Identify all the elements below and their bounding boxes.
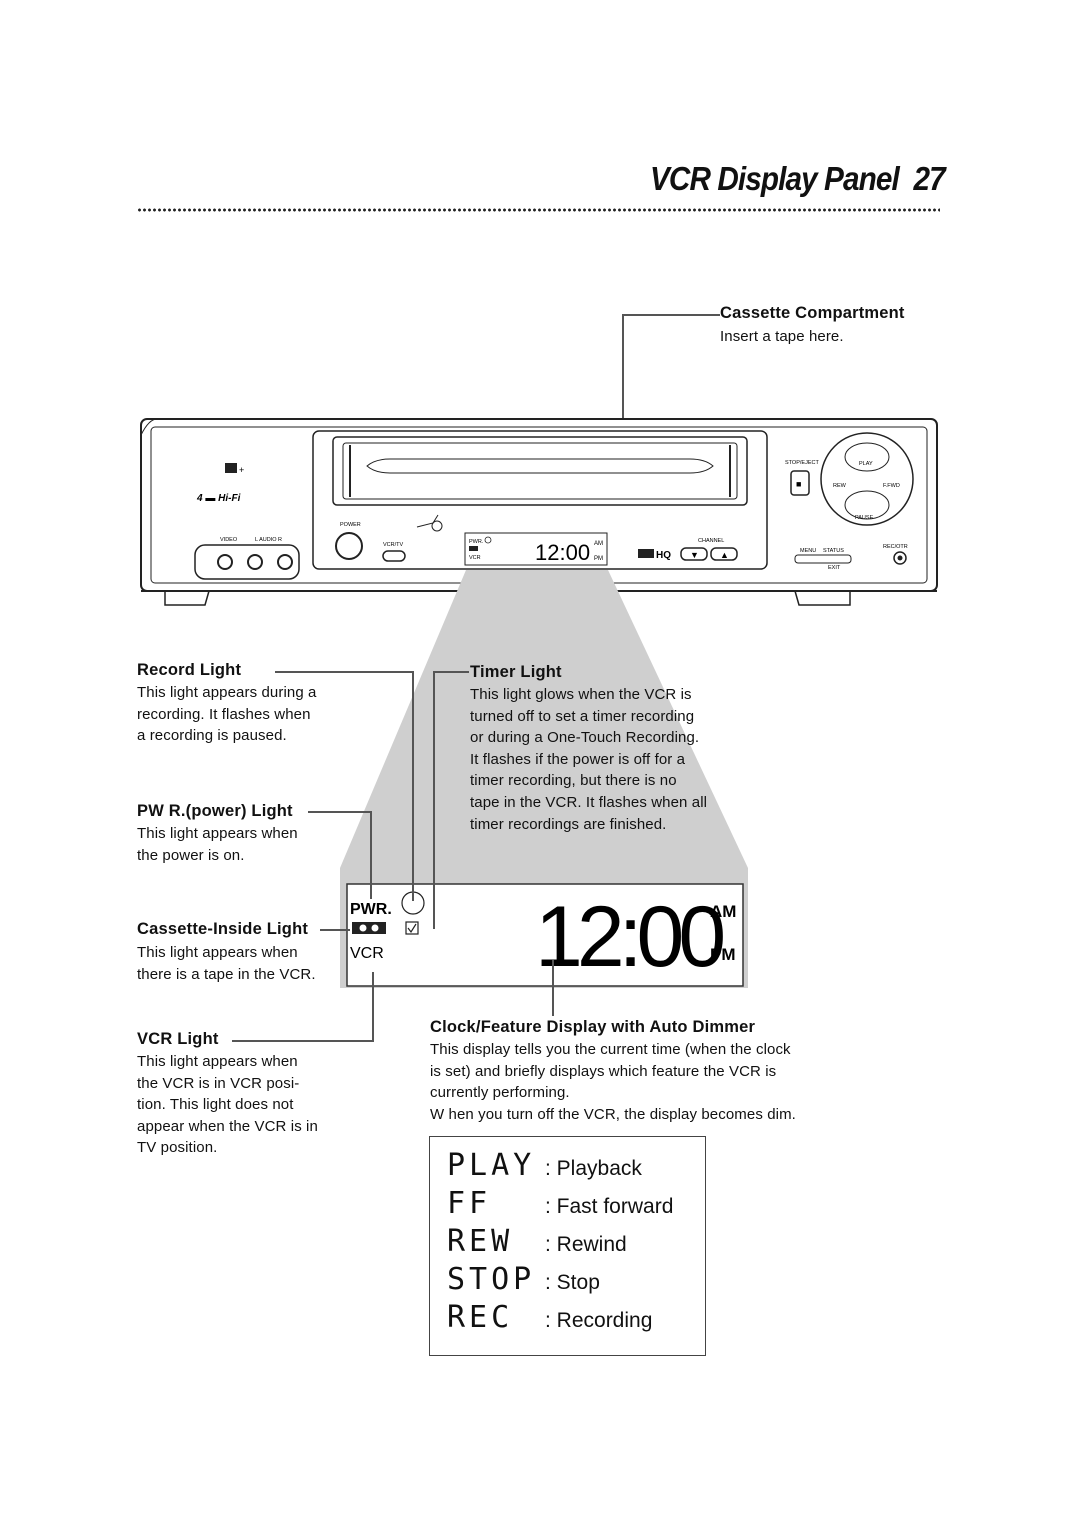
legend-code: REW: [447, 1224, 514, 1259]
status-label: STATUS: [823, 548, 844, 554]
svg-text:AM: AM: [594, 541, 603, 547]
leader-line: [433, 671, 435, 929]
vcr-light-title: VCR Light: [137, 1030, 219, 1048]
legend-row: PLAY : Playback: [445, 1148, 695, 1188]
cassette-inside-icon: [352, 922, 386, 934]
legend-code: REC: [447, 1300, 514, 1335]
record-light-title: Record Light: [137, 661, 242, 679]
rew-label: REW: [833, 483, 847, 489]
legend-code: STOP: [447, 1262, 536, 1297]
display-zoom: PWR. VCR 12:00 AM PM: [340, 570, 748, 988]
am-indicator: AM: [710, 902, 736, 921]
audio-label: L AUDIO R: [255, 537, 282, 543]
feature-legend-list: PLAY : Playback FF : Fast forward REW : …: [445, 1148, 695, 1340]
legend-label: : Stop: [545, 1271, 600, 1294]
svg-text:PM: PM: [594, 556, 603, 562]
legend-row: STOP : Stop: [445, 1262, 695, 1302]
vcr-tv-label: VCR/TV: [383, 542, 404, 548]
ffwd-label: F.FWD: [883, 483, 900, 489]
leader-line: [412, 671, 414, 901]
video-label: VIDEO: [220, 537, 238, 543]
leader-line: [370, 811, 372, 899]
leader-line: [622, 314, 624, 470]
pause-label: PAUSE: [855, 515, 874, 521]
clock-display-title: Clock/Feature Display with Auto Dimmer: [430, 1018, 756, 1036]
dotted-divider: [137, 207, 940, 213]
legend-label: : Recording: [545, 1309, 653, 1332]
svg-text:■: ■: [796, 479, 801, 489]
leader-line: [232, 1040, 374, 1042]
leader-line: [320, 929, 350, 931]
page-title: VCR Display Panel 27: [650, 160, 946, 198]
page-title-text: VCR Display Panel: [650, 160, 900, 197]
rec-otr-label: REC/OTR: [883, 544, 908, 550]
svg-text:VCR: VCR: [469, 555, 481, 561]
pm-indicator: PM: [710, 945, 736, 964]
channel-label: CHANNEL: [698, 538, 724, 544]
cassette-compartment-text: Insert a tape here.: [720, 328, 844, 345]
timer-light-icon: [405, 921, 419, 935]
legend-code: FF: [447, 1186, 492, 1221]
legend-label: : Rewind: [545, 1233, 627, 1256]
legend-row: REW : Rewind: [445, 1224, 695, 1264]
leader-line: [308, 811, 372, 813]
leader-line: [275, 671, 414, 673]
pwr-light-label: PWR.: [350, 901, 392, 918]
svg-text:PWR.: PWR.: [469, 539, 484, 545]
cassette-compartment-title: Cassette Compartment: [720, 304, 905, 322]
menu-label: MENU: [800, 548, 816, 554]
legend-code: PLAY: [447, 1148, 536, 1183]
feature-legend: [429, 1136, 706, 1356]
vcr-plus-icon: +: [239, 465, 244, 475]
page-number: 27: [913, 160, 946, 197]
play-label: PLAY: [859, 461, 873, 467]
timer-light-title: Timer Light: [470, 663, 562, 681]
cassette-inside-title: Cassette-Inside Light: [137, 920, 309, 938]
leader-line: [372, 972, 374, 1042]
legend-row: REC : Recording: [445, 1300, 695, 1340]
stop-eject-label: STOP/EJECT: [785, 460, 819, 466]
legend-row: FF : Fast forward: [445, 1186, 695, 1226]
svg-text:▲: ▲: [720, 550, 729, 560]
vcr-light-label: VCR: [350, 945, 384, 962]
leader-line: [552, 960, 554, 1016]
legend-label: : Playback: [545, 1157, 642, 1180]
clock-display-text: This display tells you the current time …: [430, 1041, 796, 1123]
hifi-logo: 4 ▬ Hi-Fi: [196, 493, 241, 504]
svg-text:▼: ▼: [690, 550, 699, 560]
leader-line: [622, 314, 720, 316]
clock-display: 12:00: [535, 889, 723, 985]
power-label: POWER: [340, 522, 361, 528]
pwr-light-title: PW R.(power) Light: [137, 802, 293, 820]
mini-clock-display: 12:00: [535, 540, 590, 565]
svg-text:HQ: HQ: [656, 550, 671, 561]
legend-label: : Fast forward: [545, 1195, 674, 1218]
leader-line: [433, 671, 469, 673]
vcr-front-illustration: + 4 ▬ Hi-Fi VIDEO L AUDIO R POWER VCR/TV…: [140, 418, 938, 606]
exit-label: EXIT: [828, 565, 841, 571]
